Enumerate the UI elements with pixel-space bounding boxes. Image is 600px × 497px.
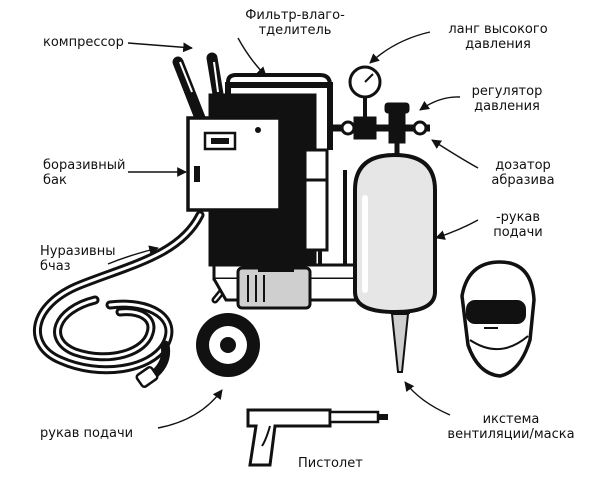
control-cabinet bbox=[186, 116, 282, 212]
filter-separator bbox=[303, 148, 329, 252]
label-abrasive-tank: боразивный бак bbox=[43, 158, 126, 188]
label-abrasive-hose: Нуразивны бчаз bbox=[40, 244, 116, 274]
label-ventilation-mask: икстема вентиляции/маска bbox=[447, 412, 575, 442]
label-high-pressure-hose: ланг высокого давления bbox=[448, 22, 548, 52]
label-compressor: компрессор bbox=[43, 35, 124, 50]
face-mask bbox=[460, 260, 536, 378]
pressure-gauge bbox=[348, 65, 382, 125]
motor bbox=[236, 262, 312, 310]
label-abrasive-dispenser: дозатор абразива bbox=[491, 158, 555, 188]
label-pressure-regulator: регулятор давления bbox=[471, 84, 543, 114]
label-feed-hose-right: -рукав подачи bbox=[493, 210, 543, 240]
abrasive-tank bbox=[353, 152, 437, 315]
leader-arrows bbox=[107, 31, 479, 429]
label-feed-hose-left: рукав подачи bbox=[40, 426, 134, 441]
coiled-hose bbox=[32, 210, 205, 381]
label-filter-separator: Фильтр-влаго- тделитель bbox=[245, 8, 345, 38]
hose-nozzle bbox=[135, 366, 159, 388]
sandblast-gun bbox=[246, 408, 388, 467]
label-gun: Пистолет bbox=[298, 456, 363, 471]
valve-manifold bbox=[330, 102, 430, 158]
cart-wheel bbox=[196, 313, 260, 377]
